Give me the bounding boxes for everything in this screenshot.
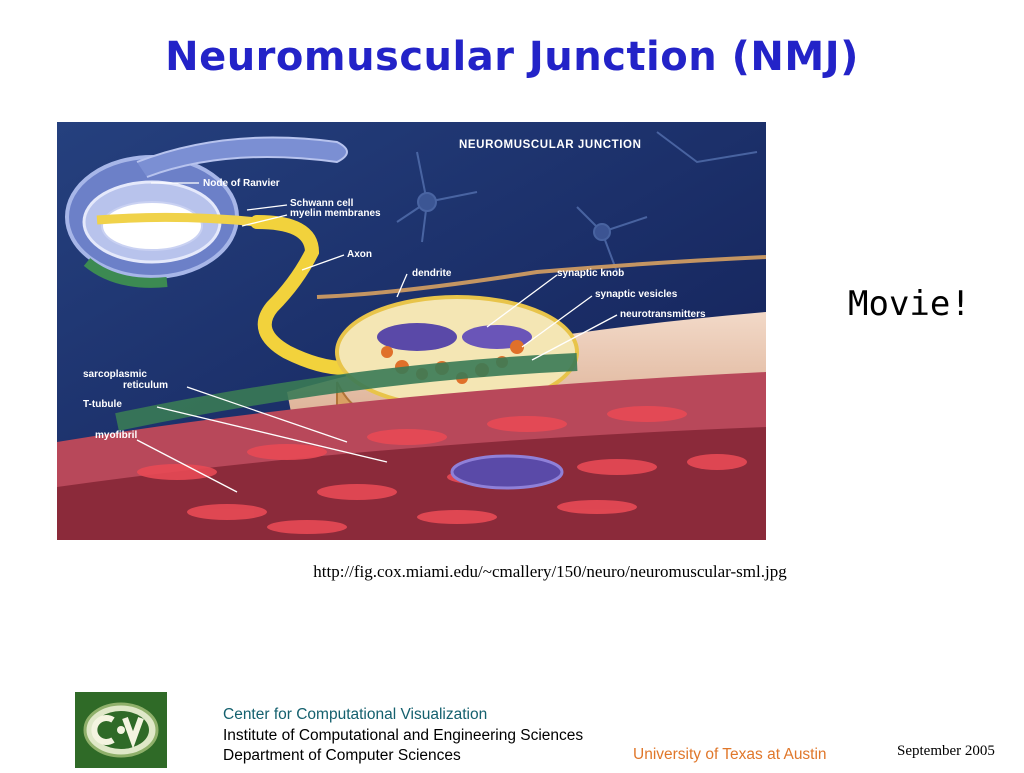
- label-neurotransmitters: neurotransmitters: [620, 309, 706, 320]
- footer-university: University of Texas at Austin: [633, 746, 827, 763]
- myofibrils: [57, 353, 766, 540]
- dendrite: [316, 255, 766, 299]
- footer-institute-name: Institute of Computational and Engineeri…: [223, 726, 584, 744]
- label-pointers: [136, 182, 618, 493]
- label-dendrite: dendrite: [412, 268, 452, 279]
- ccv-logo: [75, 692, 167, 768]
- movie-link[interactable]: Movie!: [848, 284, 971, 324]
- myelin-sheath: [65, 136, 348, 288]
- label-synaptic-vesicles: synaptic vesicles: [595, 289, 678, 300]
- figure-heading: NEUROMUSCULAR JUNCTION: [459, 139, 642, 151]
- axon: [250, 215, 364, 375]
- footer-center-name: Center for Computational Visualization: [223, 706, 488, 723]
- footer-institution-block: Center for Computational Visualization I…: [223, 705, 583, 767]
- slide-title: Neuromuscular Junction (NMJ): [165, 34, 859, 80]
- label-sarcoplasmic: sarcoplasmic: [83, 369, 147, 380]
- label-reticulum: reticulum: [123, 380, 168, 391]
- image-source-url: http://fig.cox.miami.edu/~cmallery/150/n…: [313, 562, 787, 581]
- footer-department-name: Department of Computer Sciences: [223, 747, 461, 764]
- mitochondrion: [450, 454, 564, 490]
- label-synaptic-knob: synaptic knob: [557, 268, 624, 279]
- label-schwann-cell: Schwann cell: [290, 198, 354, 209]
- label-t-tubule: T-tubule: [83, 399, 122, 410]
- label-axon: Axon: [347, 249, 372, 260]
- label-node-of-ranvier: Node of Ranvier: [203, 178, 280, 189]
- label-myofibril: myofibril: [95, 430, 137, 441]
- neuromuscular-junction-illustration: NEUROMUSCULAR JUNCTION Node of Ranvier S…: [57, 122, 766, 540]
- background-neurons: [396, 131, 758, 273]
- label-myelin-membranes: myelin membranes: [290, 208, 381, 219]
- footer-date: September 2005: [897, 743, 995, 759]
